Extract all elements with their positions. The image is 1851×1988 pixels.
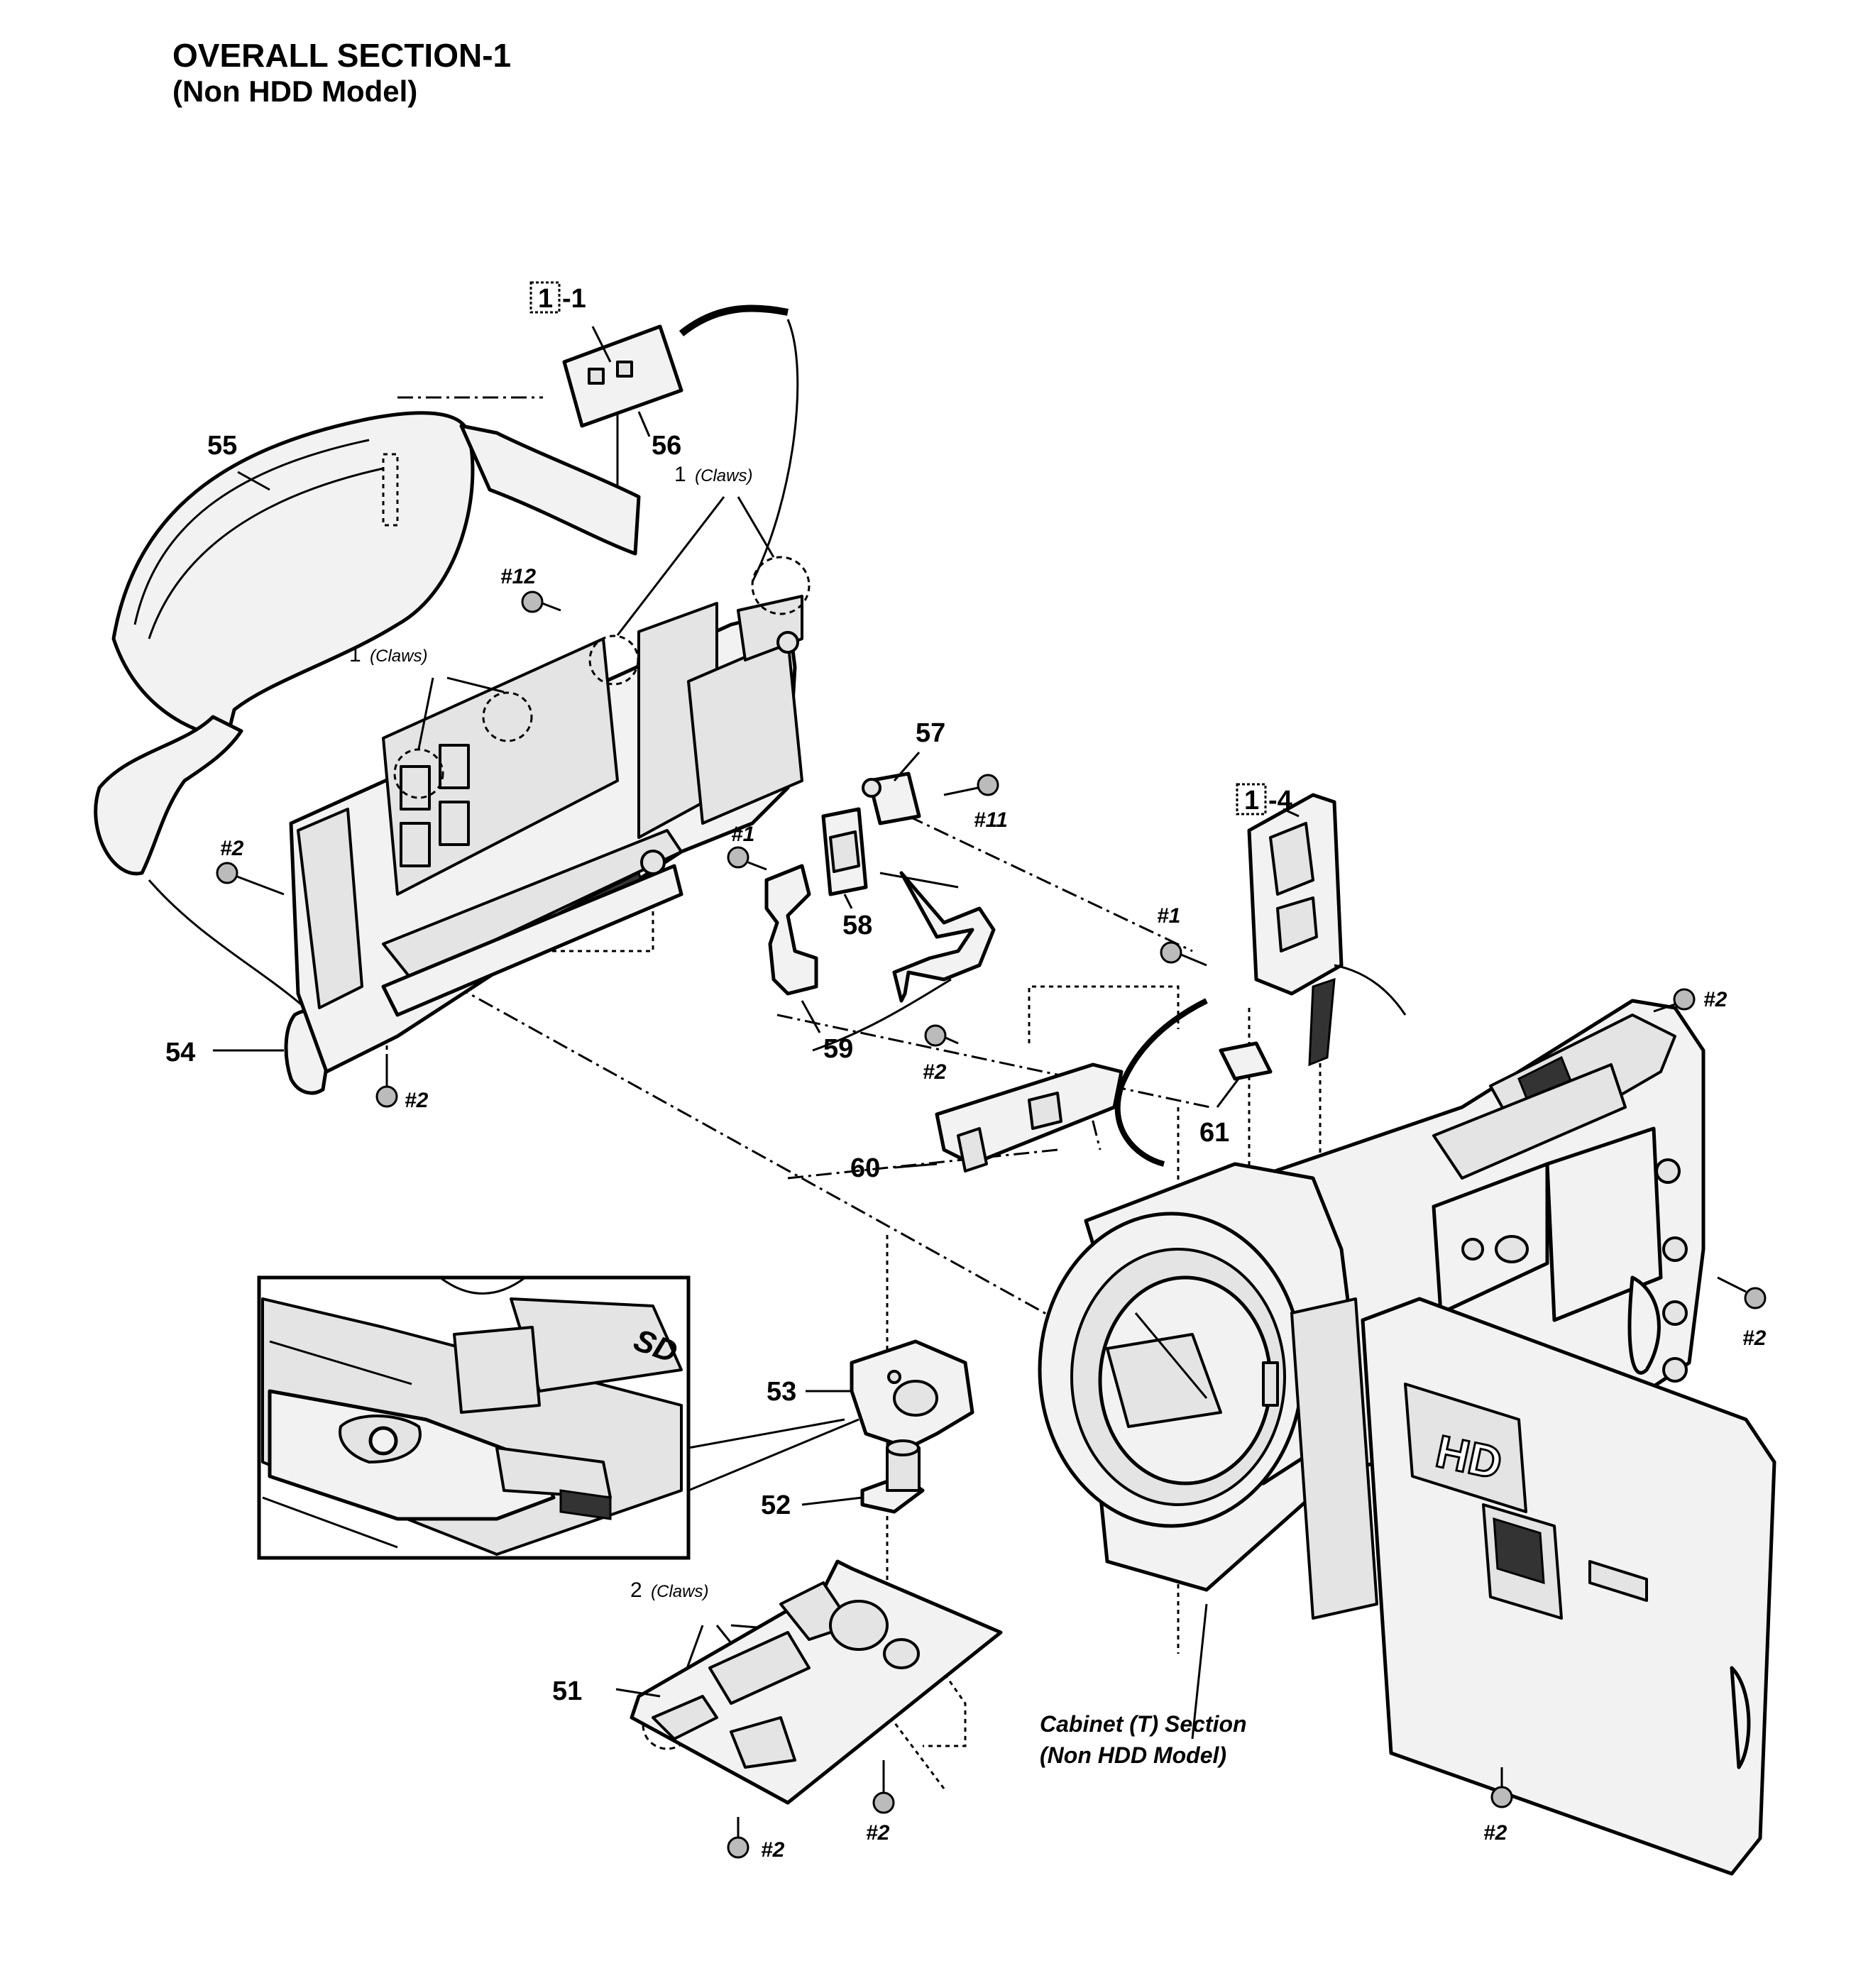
callout-53: 53 [767,1377,796,1407]
callout-labels: 55 54 56 57 58 59 60 61 53 52 51 [165,431,1229,1706]
page-subtitle: (Non HDD Model) [172,74,418,108]
screw-label-1b: #1 [1157,904,1180,928]
screw-label-2a: #2 [220,837,244,860]
claw-labels: 1 (Claws) 1 (Claws) 2 (Claws) [349,463,752,1602]
callout-51: 51 [552,1676,582,1706]
callout-57: 57 [916,718,945,748]
ref-suffix-4: -4 [1268,786,1292,815]
grip-strap-55 [94,411,641,1009]
claw-label-top: 1 (Claws) [674,463,752,486]
part-52 [860,1439,925,1514]
screw-label-2e: #2 [405,1089,429,1112]
usb-cable-56 [562,304,799,583]
bracket-1-4 [1114,793,1407,1167]
screw-label-1a: #1 [731,823,754,846]
screw-label-2c: #2 [1703,988,1728,1011]
inset-detail-frame [257,1275,859,1560]
cabinet-label-line2: (Non HDD Model) [1040,1742,1226,1768]
page-heading: OVERALL SECTION-1 (Non HDD Model) [172,37,511,109]
callout-59: 59 [823,1034,853,1064]
ref-suffix-1: -1 [562,284,586,314]
screw-label-2g: #2 [761,1838,785,1862]
screw-label-12: #12 [500,565,536,588]
part-60 [935,1062,1124,1173]
page-title: OVERALL SECTION-1 [172,37,512,74]
claw-label-board: 2 (Claws) [630,1578,708,1602]
screws [216,591,1767,1859]
plate-53 [850,1339,974,1450]
board-51 [630,1559,1003,1805]
screw-label-2b: #2 [923,1060,947,1084]
part-61 [1219,1041,1273,1081]
callout-52: 52 [761,1490,791,1520]
screw-labels: #12 #2 #1 #11 #1 #2 #2 #2 #2 #2 #2 #2 [220,565,1767,1862]
callout-61: 61 [1199,1118,1229,1148]
part-58 [821,807,868,896]
claw-label-left: 1 (Claws) [349,643,427,666]
camcorder-body [1038,999,1776,1876]
flex-cable [879,871,996,1003]
callout-54: 54 [165,1038,195,1067]
cabinet-section-label: Cabinet (T) Section (Non HDD Model) [1040,1711,1247,1768]
screw-label-2d: #2 [1742,1327,1767,1350]
callout-60: 60 [850,1153,880,1183]
callout-58: 58 [842,911,872,940]
callout-55: 55 [207,431,237,461]
grip-frame [289,595,803,1074]
screw-label-2h: #2 [1483,1821,1507,1845]
ref-box-1-1: 1 [538,284,553,314]
callout-56: 56 [652,431,681,461]
screw-label-11: #11 [974,808,1008,832]
ref-labels: 1 -1 1 -4 [529,281,1292,815]
part-57 [862,771,921,825]
cabinet-label-line1: Cabinet (T) Section [1040,1711,1247,1737]
part-59 [764,864,818,996]
ref-box-1-4: 1 [1244,786,1259,815]
screw-label-2f: #2 [866,1821,890,1845]
callout-leaders [213,326,1300,1740]
